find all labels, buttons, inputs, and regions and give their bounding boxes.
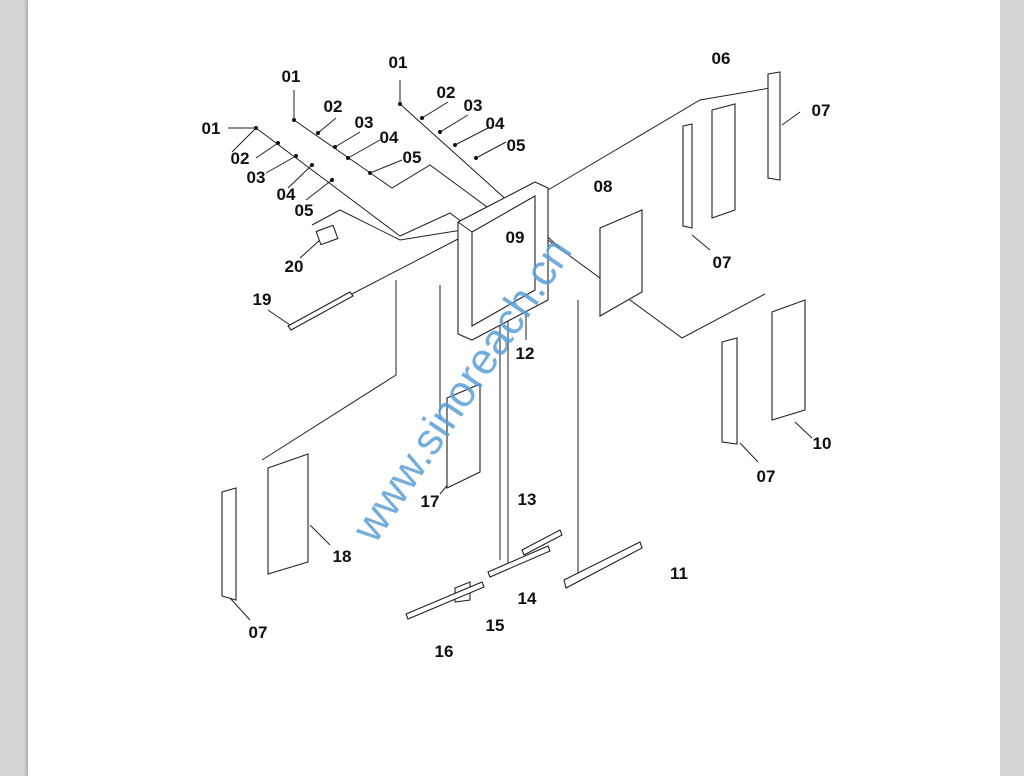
label: 08 bbox=[594, 177, 613, 196]
label: 04 bbox=[277, 185, 296, 204]
label: 01 bbox=[389, 53, 408, 72]
part-16-bracket bbox=[405, 581, 485, 620]
label: 17 bbox=[421, 492, 440, 511]
label: 01 bbox=[282, 67, 301, 86]
label: 14 bbox=[518, 589, 537, 608]
label: 20 bbox=[285, 257, 304, 276]
part-10-cooler bbox=[771, 299, 806, 421]
part-07-plate-a bbox=[767, 71, 781, 181]
label: 02 bbox=[324, 97, 343, 116]
label: 03 bbox=[247, 168, 266, 187]
label: 15 bbox=[486, 616, 505, 635]
label: 11 bbox=[670, 564, 688, 583]
label: 05 bbox=[403, 148, 422, 167]
label: 01 bbox=[202, 119, 221, 138]
label: 13 bbox=[518, 490, 537, 509]
label: 09 bbox=[506, 228, 525, 247]
label: 07 bbox=[757, 467, 776, 486]
label: 05 bbox=[295, 201, 314, 220]
part-19-strip bbox=[287, 291, 354, 331]
part-18-radiator bbox=[267, 453, 309, 575]
main-frame bbox=[457, 181, 549, 341]
label: 12 bbox=[516, 344, 535, 363]
part-07-plate-c bbox=[721, 337, 738, 445]
label: 07 bbox=[812, 101, 831, 120]
label: 18 bbox=[333, 547, 352, 566]
label: 04 bbox=[380, 128, 399, 147]
part-17-panel bbox=[446, 383, 481, 489]
part-labels: 01 02 03 04 05 01 02 03 04 05 01 02 03 0… bbox=[202, 49, 832, 661]
label: 16 bbox=[435, 642, 454, 661]
part-13-bracket bbox=[521, 529, 563, 556]
leader-dots bbox=[254, 102, 478, 182]
part-06-cooler bbox=[711, 103, 736, 219]
document-page bbox=[28, 0, 1000, 776]
part-07-plate-d bbox=[221, 487, 237, 601]
label: 07 bbox=[249, 623, 268, 642]
part-14-bracket bbox=[487, 545, 551, 578]
label: 10 bbox=[813, 434, 832, 453]
label: 02 bbox=[231, 149, 250, 168]
part-11-bracket bbox=[563, 541, 643, 589]
part-20-switch bbox=[315, 224, 339, 246]
label: 04 bbox=[486, 114, 505, 133]
label: 19 bbox=[253, 290, 272, 309]
label: 06 bbox=[712, 49, 731, 68]
label: 07 bbox=[713, 253, 732, 272]
label: 03 bbox=[464, 96, 483, 115]
label: 05 bbox=[507, 136, 526, 155]
part-07-plate-b bbox=[682, 123, 693, 229]
label: 03 bbox=[355, 113, 374, 132]
part-08-panel bbox=[599, 209, 643, 317]
label: 02 bbox=[437, 83, 456, 102]
